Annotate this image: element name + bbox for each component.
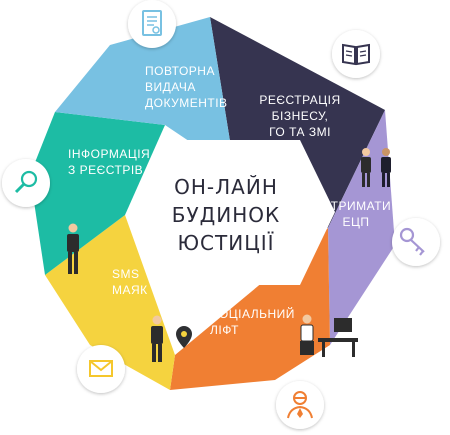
sms-label-1: SMS <box>112 267 140 281</box>
mail-icon <box>89 360 113 377</box>
document-icon <box>142 10 162 36</box>
info-label-1: ІНФОРМАЦІЯ <box>68 147 150 161</box>
icon-document[interactable] <box>128 0 176 48</box>
docs-label-2: ВИДАЧА <box>145 80 196 94</box>
segment-ecp[interactable] <box>328 110 395 345</box>
segment-info[interactable] <box>30 112 165 275</box>
info-label-2: З РЕЄСТРІВ <box>68 163 143 177</box>
docs-label-3: ДОКУМЕНТІВ <box>145 96 228 110</box>
person-left-figure <box>361 148 371 187</box>
ecp-label-1: ОТРИМАТИ <box>321 199 391 213</box>
segment-docs[interactable] <box>55 17 235 172</box>
desk-worker-figure <box>300 314 358 357</box>
key-icon <box>399 227 425 256</box>
social-label-1: СОЦІАЛЬНИЙ <box>210 306 295 321</box>
center-title-line1: ОН-ЛАЙН <box>174 175 278 199</box>
center-title-line3: ЮСТИЦІЇ <box>177 231 274 255</box>
ecp-label-2: ЕЦП <box>342 215 369 229</box>
icon-search[interactable] <box>2 159 50 207</box>
handshake-figures <box>361 148 391 187</box>
center-panel <box>135 140 335 285</box>
search-icon <box>14 170 38 194</box>
center-title-line2: БУДИНОК <box>172 203 280 227</box>
social-label-2: ЛІФТ <box>210 323 239 337</box>
person-right-figure <box>381 148 391 187</box>
registration-label-1: РЕЄСТРАЦІЯ <box>259 93 340 107</box>
book-icon <box>342 43 370 66</box>
icon-key[interactable] <box>392 218 440 266</box>
lawyer-icon <box>287 391 313 419</box>
sms-label-2: МАЯК <box>112 283 148 297</box>
docs-label-1: ПОВТОРНА <box>145 64 215 78</box>
map-pin-person-figure <box>151 315 192 362</box>
phone-person-figure <box>67 223 79 274</box>
registration-label-3: ГО ТА ЗМІ <box>269 125 331 139</box>
registration-label-2: БІЗНЕСУ, <box>272 109 329 123</box>
